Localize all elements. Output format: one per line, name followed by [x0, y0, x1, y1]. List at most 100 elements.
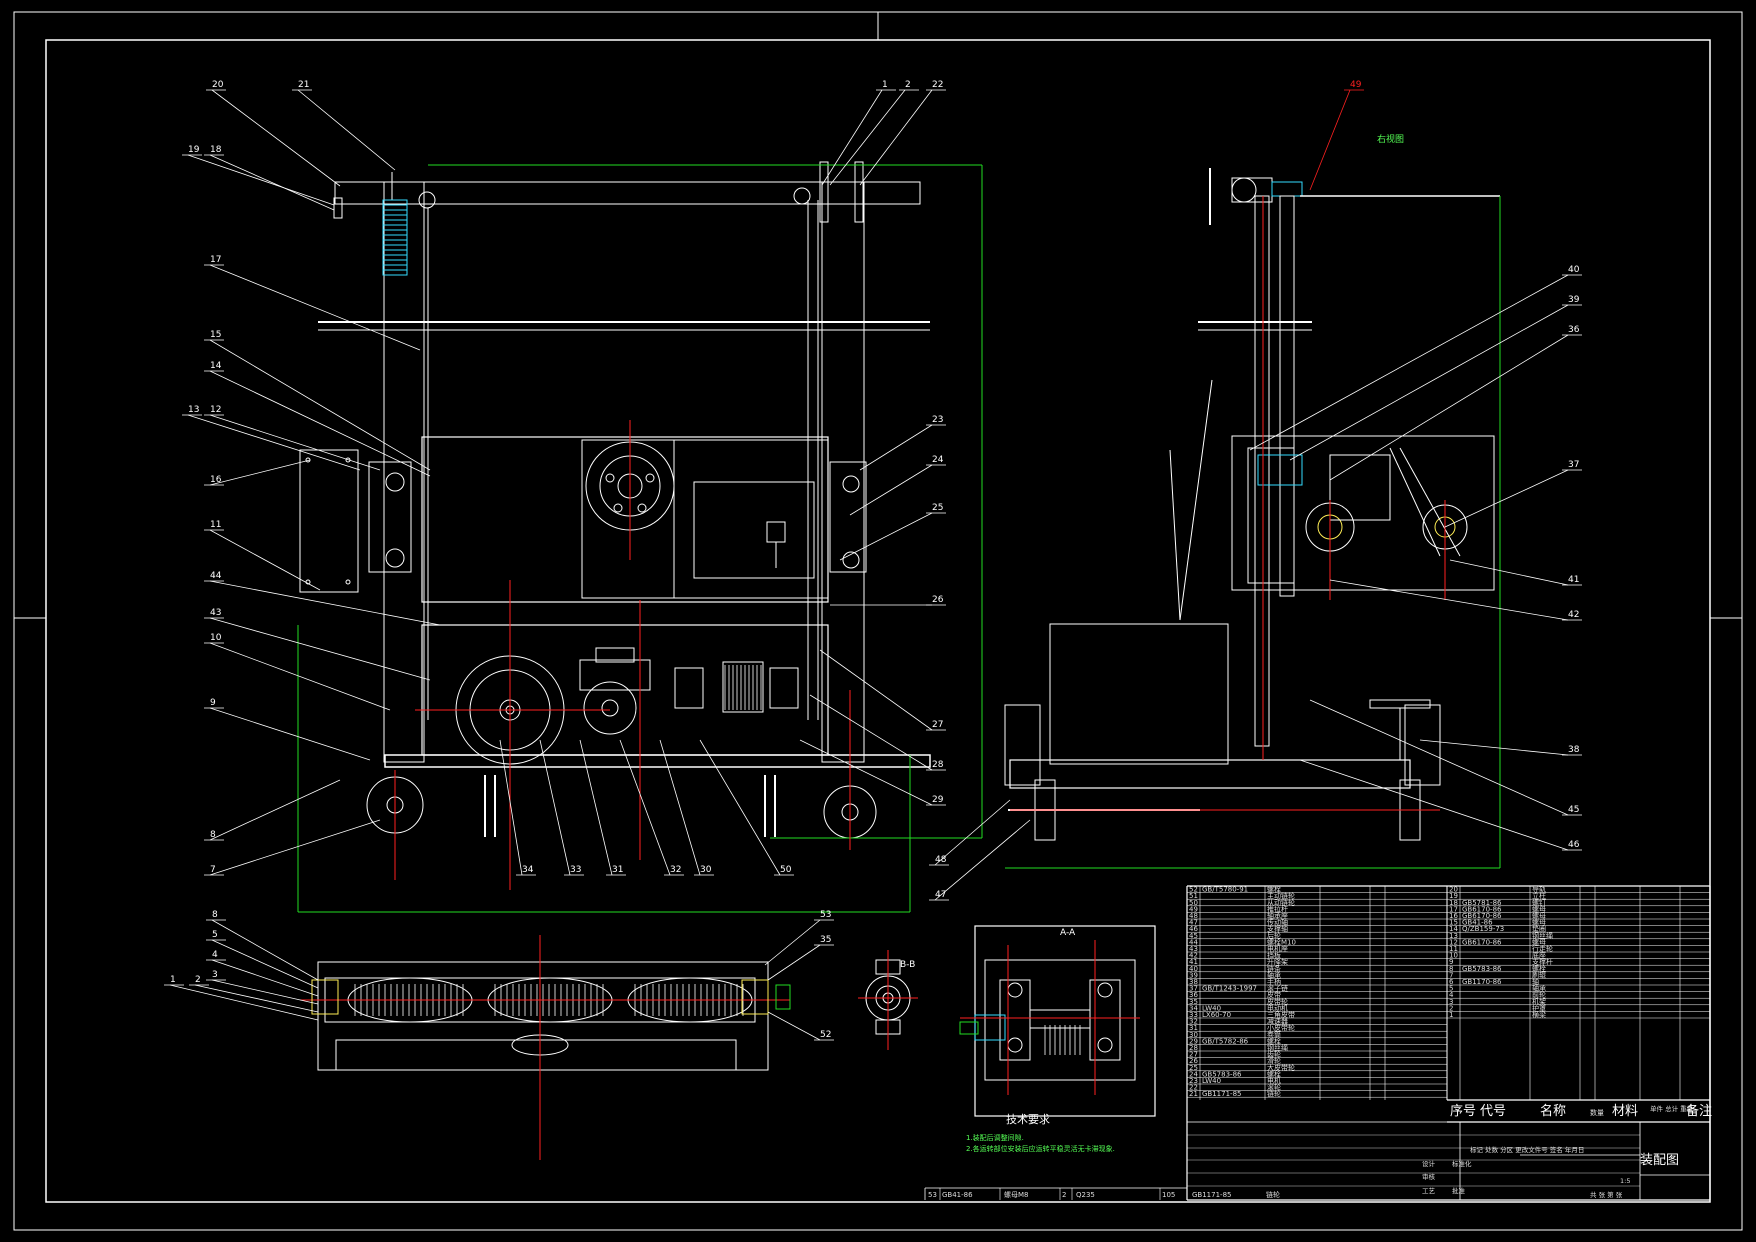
- bottom-row-num: 105: [1162, 1191, 1175, 1199]
- balloon-number: 48: [935, 855, 947, 865]
- bom-left-seq: 29: [1189, 1037, 1198, 1045]
- balloon: 53: [764, 910, 834, 966]
- bom-right-seq: 17: [1449, 905, 1458, 913]
- balloon-number: 46: [1568, 840, 1580, 850]
- bottom-row-name2: 链轮: [1266, 1190, 1280, 1199]
- bom-left-name: 主动链轮: [1267, 891, 1295, 900]
- balloon: 9: [204, 698, 371, 761]
- balloon: 17: [204, 255, 421, 351]
- drawing-circle: [1007, 1037, 1023, 1053]
- tech-req-line-2: 2.各运转部位安装后应运转平稳灵活无卡滞现象.: [966, 1144, 1115, 1153]
- bom-left-code: GB1171-85: [1202, 1090, 1241, 1098]
- bom-right-seq: 2: [1449, 1004, 1453, 1012]
- drawing-rect: [854, 161, 864, 223]
- balloon-number: 7: [210, 865, 216, 875]
- drawing-rect: [1247, 447, 1295, 584]
- bottom-row-code: GB41-86: [942, 1191, 973, 1199]
- balloon: 49: [1309, 80, 1364, 191]
- balloon-number: 40: [1568, 265, 1580, 275]
- bom-left-seq: 41: [1189, 958, 1198, 966]
- drawing-circle: [385, 548, 405, 568]
- balloon-leader: [209, 264, 421, 351]
- balloon-number: 47: [935, 890, 946, 900]
- balloon-number: 13: [188, 405, 199, 415]
- drawing-rect: [1279, 195, 1295, 597]
- tech-req-title: 技术要求: [1006, 1113, 1050, 1126]
- bom-left-name: 挡板: [1267, 951, 1281, 960]
- bom-right-seq: 19: [1449, 892, 1458, 900]
- balloon-number: 12: [210, 405, 221, 415]
- drawing-rect: [741, 979, 769, 1015]
- bom-right-name: 机架: [1532, 997, 1546, 1006]
- bom-left-name: 轴承: [1267, 970, 1281, 979]
- bom-right-name: 轴承: [1532, 984, 1546, 993]
- drawing-circle: [1231, 177, 1257, 203]
- bottom-row-material: Q235: [1076, 1191, 1095, 1199]
- balloon-leader: [194, 984, 319, 1013]
- drawing-circle: [793, 187, 811, 205]
- balloon: 20: [206, 80, 341, 187]
- balloon-leader: [619, 739, 671, 876]
- header-qty: 数量: [1590, 1108, 1604, 1117]
- bom-left-name: 链条: [1267, 964, 1281, 973]
- balloon: 50: [699, 739, 794, 876]
- balloon-leader: [1329, 579, 1569, 621]
- bom-left-seq: 26: [1189, 1057, 1198, 1065]
- drawing-rect: [819, 161, 829, 223]
- bom-right-name: 护罩: [1532, 1003, 1546, 1012]
- balloon-number: 1: [170, 975, 176, 985]
- balloon-leader: [1309, 699, 1569, 816]
- bom-left-name: 减速器: [1267, 1017, 1288, 1026]
- drawing-rect: [769, 667, 799, 709]
- balloon: 42: [1329, 579, 1582, 621]
- drawing-rect: [959, 1021, 979, 1035]
- balloon-leader: [1299, 759, 1569, 851]
- balloon: 14: [204, 361, 431, 477]
- bom-left-seq: 40: [1189, 965, 1198, 973]
- bom-left-seq: 51: [1189, 892, 1198, 900]
- balloon-number: 3: [212, 970, 218, 980]
- header-material: 材料: [1612, 1104, 1638, 1119]
- balloon: 10: [204, 633, 391, 711]
- balloon: 35: [767, 935, 834, 981]
- drawing-circle: [1097, 982, 1113, 998]
- balloon-leader: [659, 739, 701, 876]
- detail-view-label: B-B: [900, 960, 915, 970]
- bom-right-seq: 20: [1449, 886, 1458, 894]
- balloon-number: 35: [820, 935, 831, 945]
- balloon-number: 2: [195, 975, 201, 985]
- header-code: 代号: [1480, 1104, 1506, 1119]
- balloon: 44: [204, 571, 441, 626]
- balloon-number: 20: [212, 80, 224, 90]
- header-weight: 单件 总计 重量: [1650, 1104, 1694, 1113]
- drawing-rect: [421, 436, 829, 603]
- drawing-rect: [974, 925, 1156, 1117]
- bom-right-code: Q/ZB159-73: [1462, 925, 1504, 933]
- balloon-number: 45: [1568, 805, 1579, 815]
- bom-right-seq: 3: [1449, 998, 1453, 1006]
- balloon: 1: [164, 975, 319, 1021]
- bom-right-name: 垫圈: [1532, 924, 1546, 933]
- drawing-circle: [605, 473, 615, 483]
- drawing-circle: [418, 191, 436, 209]
- balloon-leader: [209, 580, 441, 626]
- bom-left-name: 电动机: [1267, 1003, 1288, 1012]
- drawing-rect: [581, 439, 675, 599]
- drawing-line: [1169, 449, 1181, 621]
- balloon-number: 38: [1568, 745, 1580, 755]
- section-view-label: A-A: [1060, 928, 1076, 938]
- bom-left-seq: 31: [1189, 1024, 1198, 1032]
- bom-right-seq: 18: [1449, 899, 1458, 907]
- bom-left-name: 升降架: [1267, 957, 1288, 966]
- balloon-number: 30: [700, 865, 712, 875]
- balloon: 29: [799, 739, 946, 806]
- balloon-leader: [209, 529, 321, 591]
- drawing-rect: [1329, 454, 1391, 521]
- balloon: 8: [206, 910, 319, 981]
- drawing-rect: [1009, 759, 1411, 789]
- balloon-number: 39: [1568, 295, 1580, 305]
- header-name: 名称: [1540, 1103, 1566, 1119]
- balloon-number: 1: [882, 80, 888, 90]
- bom-left-code: GB5783-86: [1202, 1070, 1242, 1078]
- bom-left-seq: 23: [1189, 1077, 1198, 1085]
